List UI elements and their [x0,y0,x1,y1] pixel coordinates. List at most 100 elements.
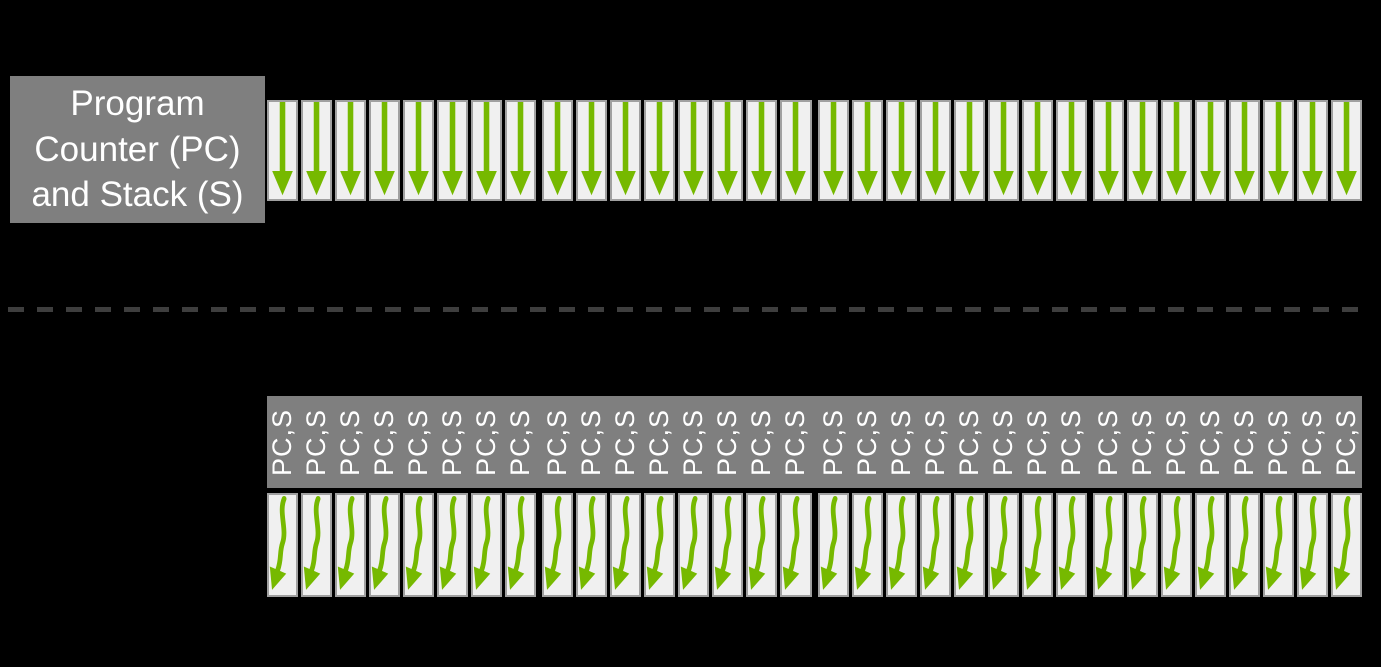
pcs-label: PC,S [576,408,607,476]
pcs-label: PC,S [919,408,950,476]
pcs-column: PC,S [1093,396,1124,488]
pcs-column: PC,S [505,396,536,488]
straight-down-arrow-icon [408,102,429,196]
wavy-down-arrow-icon [990,495,1008,590]
straight-down-arrow-icon [1131,102,1153,196]
pcs-label: PC,S [369,408,400,476]
wavy-down-arrow-icon [1299,495,1317,590]
thread-lane [1055,493,1087,597]
thread-lane [1021,493,1053,597]
pcs-column: PC,S [954,396,985,488]
straight-down-arrow-icon [1234,102,1255,196]
thread-lane [953,493,985,597]
straight-down-arrow-icon [615,102,637,196]
pcs-column: PC,S [920,396,951,488]
pcs-column: PC,S [988,396,1019,488]
pcs-label: PC,S [885,408,916,476]
thread-lane [610,100,642,201]
straight-down-arrow-icon [992,102,1014,196]
thread-lane [1021,100,1053,201]
pcs-label: PC,S [1296,408,1327,476]
thread-lane [1228,493,1260,597]
wavy-down-arrow-icon [1197,495,1215,590]
warp-lane-group: PC,S PC,S PC,S PC,S PC,S PC,S PC,S PC,S [267,396,536,488]
wavy-down-arrow-icon [269,495,287,590]
pcs-column: PC,S [1195,396,1226,488]
thread-lane [542,100,574,201]
thread-lane [403,100,435,201]
wavy-down-arrow-icon [820,495,837,590]
thread-lane [471,100,503,201]
wavy-down-arrow-icon [545,495,562,590]
thread-lane [576,493,608,597]
pcs-label: PC,S [712,408,743,476]
wavy-down-arrow-icon [888,495,906,590]
thread-lane [987,100,1019,201]
pcs-label: PC,S [437,408,468,476]
pcs-column: PC,S [1297,396,1328,488]
thread-lane [780,493,812,597]
straight-down-arrow-icon [581,102,603,196]
thread-lane [746,493,778,597]
warp-lane-group [267,100,537,201]
straight-down-arrow-icon [1336,102,1357,196]
thread-lane [1262,100,1294,201]
thread-lane [919,100,951,201]
wavy-down-arrow-icon [1333,495,1351,590]
straight-down-arrow-icon [306,102,327,196]
straight-down-arrow-icon [717,102,739,196]
straight-down-arrow-icon [649,102,671,196]
thread-lane [1126,100,1158,201]
thread-lane [851,100,883,201]
warp-lane-group [542,100,812,201]
pcs-column: PC,S [1263,396,1294,488]
dashed-divider [8,307,1358,312]
pcs-column: PC,S [1229,396,1260,488]
pcs-label: PC,S [301,408,332,476]
pcs-label: PC,S [953,408,984,476]
thread-lane [1228,100,1260,201]
pcs-column: PC,S [852,396,883,488]
thread-lane [1092,100,1124,201]
straight-down-arrow-icon [476,102,498,196]
straight-down-arrow-icon [1200,102,1221,196]
thread-lane [437,493,469,597]
warp-lane-group [1092,493,1362,597]
program-counter-stack-box: Program Counter (PC) and Stack (S) [10,76,265,223]
pcs-label: PC,S [403,408,434,476]
thread-lane [1055,100,1087,201]
pcs-column: PC,S [644,396,675,488]
wavy-down-arrow-icon [473,495,491,590]
wavy-down-arrow-icon [337,495,355,590]
pcs-label: PC,S [817,408,848,476]
straight-down-arrow-icon [683,102,705,196]
pcs-label: PC,S [1055,408,1086,476]
thread-lane [851,493,883,597]
straight-down-arrow-icon [924,102,946,196]
thread-lane [987,493,1019,597]
pcs-column: PC,S [335,396,366,488]
wavy-down-arrow-icon [1095,495,1113,590]
pcs-label: PC,S [780,408,811,476]
pcs-column: PC,S [1022,396,1053,488]
wavy-down-arrow-icon [579,495,596,590]
thread-lane [1194,493,1226,597]
wavy-down-arrow-icon [783,495,800,590]
thread-lane [1160,100,1192,201]
straight-down-arrow-icon [890,102,912,196]
thread-lane [1330,100,1362,201]
thread-lane [885,493,917,597]
thread-lane [505,100,537,201]
pcs-column: PC,S [1056,396,1087,488]
thread-lane [1296,493,1328,597]
straight-down-arrow-icon [272,102,293,196]
thread-lane [335,493,367,597]
thread-lane [712,493,744,597]
thread-lane [610,493,642,597]
straight-down-arrow-icon [442,102,464,196]
pcs-label: PC,S [610,408,641,476]
wavy-down-arrow-icon [922,495,940,590]
wavy-down-arrow-icon [1163,495,1181,590]
pcs-column: PC,S [403,396,434,488]
thread-lane [1092,493,1124,597]
